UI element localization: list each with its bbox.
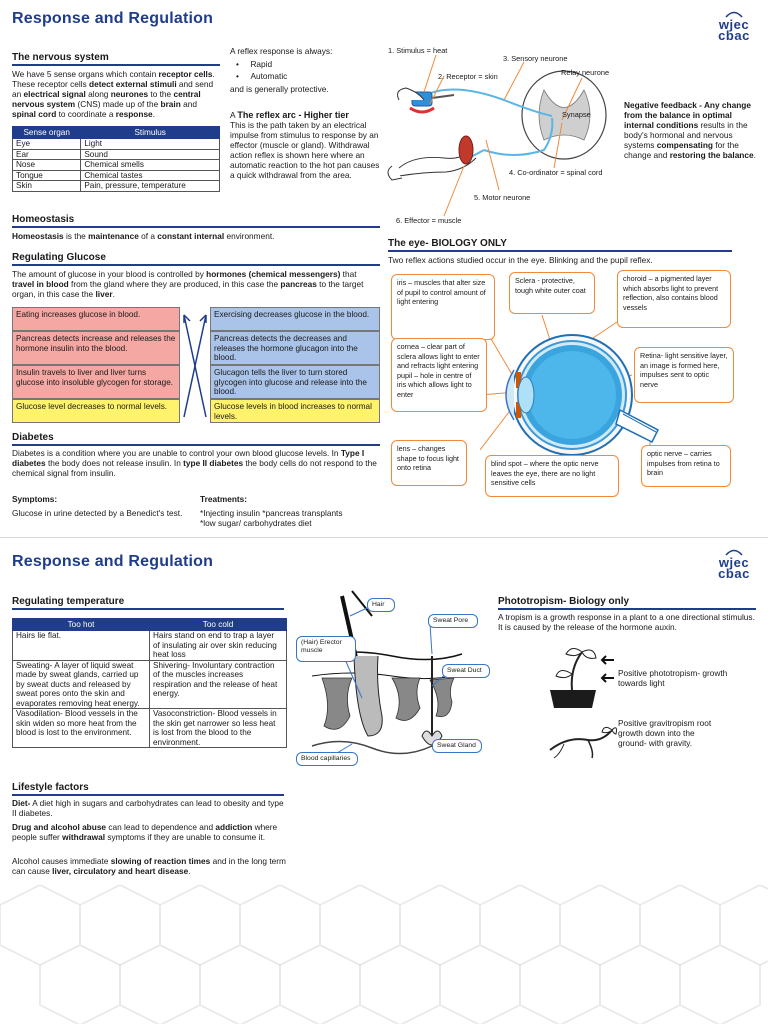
reflex-after: and is generally protective.	[230, 84, 329, 94]
skin-label-sweat-gland: Sweat Gland	[432, 739, 482, 753]
table-header: Sense organ	[11, 126, 82, 139]
heading-nervous-system: The nervous system	[12, 52, 220, 66]
heading-lifestyle-factors: Lifestyle factors	[12, 782, 284, 796]
reflex-arc-text: A The reflex arc - Higher tier This is t…	[230, 110, 380, 180]
gravitropism-label: Positive gravitropism root growth down i…	[618, 718, 712, 748]
reflex-arc-diagram	[387, 54, 607, 217]
table-row: Hairs lie flat.Hairs stand on end to tra…	[12, 630, 287, 661]
symptoms-text: Glucose in urine detected by a Benedict'…	[12, 508, 183, 518]
glucose-text: The amount of glucose in your blood is c…	[12, 269, 364, 299]
page-title: Response and Regulation	[12, 10, 214, 27]
eye-label-lens: lens – changes shape to focus light onto…	[391, 440, 467, 486]
glucose-step-right: Glucose levels in blood increases to nor…	[210, 399, 380, 423]
negative-feedback-text: Negative feedback - Any change from the …	[624, 100, 756, 160]
heading-phototropism: Phototropism- Biology only	[498, 596, 756, 610]
label-stimulus: 1. Stimulus = heat	[388, 46, 448, 55]
lifestyle-drugs-text: Drug and alcohol abuse can lead to depen…	[12, 822, 278, 842]
phototropism-plant-icon	[550, 648, 614, 708]
heading-eye: The eye- BIOLOGY ONLY	[388, 238, 732, 252]
homeostasis-text: Homeostasis is the maintenance of a cons…	[12, 231, 275, 241]
treatments-text: *Injecting insulin *pancreas transplants…	[200, 508, 343, 528]
treatments-heading: Treatments:	[200, 494, 248, 504]
eye-label-retina: Retina- light sensitive layer, an image …	[634, 347, 734, 403]
table-row: Sweating- A layer of liquid sweat made b…	[12, 659, 287, 709]
glucose-step-left: Eating increases glucose in blood.	[12, 307, 180, 331]
phototropism-label: Positive phototropism- growth towards li…	[618, 668, 728, 688]
lifestyle-alcohol-text: Alcohol causes immediate slowing of reac…	[12, 856, 286, 876]
eye-label-cornea: cornea – clear part of sclera allows lig…	[391, 338, 487, 412]
reflex-bullet: • Automatic	[236, 71, 288, 81]
heading-homeostasis: Homeostasis	[12, 214, 380, 228]
eye-label-optic-nerve: optic nerve – carries impulses from reti…	[641, 445, 731, 487]
glucose-step-left: Glucose level decreases to normal levels…	[12, 399, 180, 423]
heading-regulating-glucose: Regulating Glucose	[12, 252, 380, 266]
logo-text-bottom: cbac	[718, 28, 750, 43]
eye-label-sclera: Sclera - protective, tough white outer c…	[509, 272, 595, 314]
heading-diabetes: Diabetes	[12, 432, 380, 446]
label-sensory-neurone: 3. Sensory neurone	[503, 54, 568, 63]
reflex-bullet: • Rapid	[236, 59, 273, 69]
reflex-response-text: A reflex response is always: • Rapid • A…	[230, 46, 380, 94]
gravitropism-seedling-icon	[549, 726, 617, 759]
label-motor-neurone: 5. Motor neurone	[474, 193, 531, 202]
label-coordinator: 4. Co-ordinator = spinal cord	[509, 168, 603, 177]
label-relay-neurone: Relay neurone	[561, 68, 610, 77]
skin-label-blood-capillaries: Blood capillaries	[296, 752, 358, 766]
page-divider	[0, 537, 768, 538]
logo-dragon-icon	[725, 549, 743, 556]
skin-label-hair: Hair	[367, 598, 395, 612]
glucose-step-right: Exercising decreases glucose in the bloo…	[210, 307, 380, 331]
logo-text-top: wjec	[718, 555, 750, 570]
nervous-system-text: We have 5 sense organs which contain rec…	[12, 69, 215, 119]
tropism-text: A tropism is a growth response in a plan…	[498, 612, 755, 632]
logo-dragon-icon	[725, 11, 743, 18]
eye-label-blind-spot: blind spot – where the optic nerve leave…	[485, 455, 619, 497]
skin-label-sweat-pore: Sweat Pore	[428, 614, 478, 628]
table-header: Stimulus	[80, 126, 220, 139]
glucose-step-left: Pancreas detects increase and releases t…	[12, 331, 180, 365]
eye-label-choroid: choroid – a pigmented layer which absorb…	[617, 270, 731, 328]
label-synapse: Synapse	[562, 110, 591, 119]
logo-text-top: wjec	[718, 17, 750, 32]
glucose-cycle-arrows	[183, 314, 207, 418]
eye-diagram	[480, 314, 659, 456]
lifestyle-diet-text: Diet- A diet high in sugars and carbohyd…	[12, 798, 284, 818]
symptoms-heading: Symptoms:	[12, 494, 58, 504]
eye-label-iris: iris – muscles that alter size of pupil …	[391, 274, 495, 340]
eye-subtitle: Two reflex actions studied occur in the …	[388, 255, 653, 265]
skin-diagram	[311, 590, 463, 757]
wjec-logo: wjec cbac	[712, 10, 756, 43]
diabetes-text: Diabetes is a condition where you are un…	[12, 448, 377, 478]
wjec-logo-2: wjec cbac	[712, 548, 756, 581]
label-receptor: 2. Receptor = skin	[438, 72, 498, 81]
logo-text-bottom: cbac	[718, 566, 750, 581]
heading-regulating-temperature: Regulating temperature	[12, 596, 284, 610]
reflex-intro: A reflex response is always:	[230, 46, 333, 56]
reflex-arc-heading: The reflex arc - Higher tier	[237, 110, 349, 120]
glucose-step-right: Glucagon tells the liver to turn stored …	[210, 365, 380, 399]
page-title-2: Response and Regulation	[12, 553, 214, 570]
skin-label-erector-muscle: (Hair) Erector muscle	[296, 636, 356, 662]
glucose-step-left: Insulin travels to liver and liver turns…	[12, 365, 180, 399]
table-row: Vasodilation- Blood vessels in the skin …	[12, 708, 287, 748]
table-header: Too hot	[12, 618, 150, 631]
table-header: Too cold	[149, 618, 287, 631]
glucose-step-right: Pancreas detects the decreases and relea…	[210, 331, 380, 365]
hexagon-background-pattern	[0, 885, 768, 1024]
label-effector: 6. Effector = muscle	[396, 216, 462, 225]
skin-label-sweat-duct: Sweat Duct	[442, 664, 490, 678]
